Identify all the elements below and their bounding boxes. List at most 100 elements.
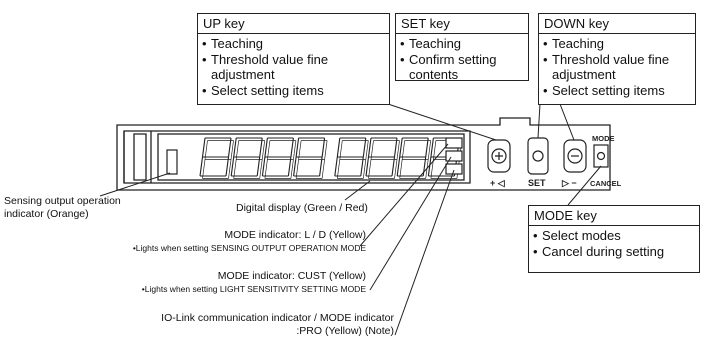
display-segment xyxy=(319,156,323,177)
display-segment-inner xyxy=(396,140,400,160)
cancel-button-label: CANCEL xyxy=(590,179,622,188)
display-segment-inner xyxy=(204,140,208,160)
display-segment-inner xyxy=(259,159,263,179)
iolink-label-line2: :PRO (Yellow) (Note) xyxy=(296,325,394,337)
display-segment xyxy=(334,156,338,177)
display-segment-inner xyxy=(370,140,374,160)
display-segment xyxy=(425,137,429,158)
display-segment xyxy=(261,156,266,177)
up-key-title: UP key xyxy=(198,14,389,34)
display-segment xyxy=(399,137,403,158)
down-key-item: Threshold value fine adjustment xyxy=(543,52,691,83)
mode-button xyxy=(593,144,609,168)
display-segment xyxy=(321,137,326,158)
mode-key-item: Cancel during setting xyxy=(533,244,695,260)
mode-indicators xyxy=(445,137,463,175)
display-segment-inner xyxy=(362,159,367,179)
display-segment xyxy=(259,137,263,158)
up-key-item: Threshold value fine adjustment xyxy=(202,52,385,83)
display-segment-inner xyxy=(336,159,341,179)
mode-key-item: Select modes xyxy=(533,228,695,244)
mode-ld-note: •Lights when setting SENSING OUTPUT OPER… xyxy=(132,243,366,253)
down-key-item: Teaching xyxy=(543,36,691,52)
display-segment xyxy=(264,137,268,158)
display-segment xyxy=(391,156,396,177)
sensing-output-label-line2: indicator (Orange) xyxy=(4,208,89,220)
sensing-output-label-line1: Sensing output operation xyxy=(4,195,121,207)
mode-key-list: Select modes Cancel during setting xyxy=(529,226,699,262)
up-key-item: Select setting items xyxy=(202,83,385,99)
display-segment xyxy=(295,137,300,158)
display-segment-inner xyxy=(202,159,206,179)
up-key-callout: UP key Teaching Threshold value fine adj… xyxy=(197,13,390,105)
display-segment xyxy=(422,156,427,177)
display-segment-inner xyxy=(394,159,398,179)
display-segment-inner xyxy=(365,140,369,160)
set-key-list: Teaching Confirm setting contents xyxy=(396,34,528,86)
display-segment xyxy=(201,137,206,158)
set-key-item: Confirm setting contents xyxy=(400,52,524,83)
down-key-callout: DOWN key Teaching Threshold value fine a… xyxy=(538,13,696,105)
display-segment-inner xyxy=(324,140,328,160)
display-segment xyxy=(227,137,232,158)
digital-display-label: Digital display (Green / Red) xyxy=(236,202,368,214)
set-button-label: SET xyxy=(528,178,546,188)
display-segment-inner xyxy=(235,140,240,160)
iolink-label: IO-Link communication indicator / MODE i… xyxy=(161,312,394,338)
display-segment xyxy=(233,137,237,158)
control-panel xyxy=(487,137,609,175)
display-segment xyxy=(365,156,370,177)
display-segment xyxy=(287,156,292,177)
set-key-title: SET key xyxy=(396,14,528,34)
digital-display xyxy=(199,137,463,179)
sensing-output-label: Sensing output operation indicator (Oran… xyxy=(4,195,121,221)
display-segment-inner xyxy=(433,140,437,160)
down-key-item: Select setting items xyxy=(543,83,691,99)
mode-indicator-ld xyxy=(445,137,463,149)
display-segment-inner xyxy=(368,159,372,179)
display-segment xyxy=(225,156,230,177)
mode-key-title: MODE key xyxy=(529,206,699,226)
set-button xyxy=(527,137,549,175)
display-segment-inner xyxy=(399,159,403,179)
display-segment xyxy=(362,137,367,158)
up-key-list: Teaching Threshold value fine adjustment… xyxy=(198,34,389,101)
down-key-list: Teaching Threshold value fine adjustment… xyxy=(539,34,695,101)
display-segment-inner xyxy=(298,140,302,160)
display-segment-inner xyxy=(427,140,432,160)
mode-cust-note: •Lights when setting LIGHT SENSITIVITY S… xyxy=(141,284,366,294)
display-segment xyxy=(367,137,372,158)
down-button xyxy=(563,139,587,173)
display-segment-inner xyxy=(261,140,266,160)
display-segment xyxy=(427,156,432,177)
display-segment xyxy=(393,137,398,158)
device-body xyxy=(116,117,611,191)
set-key-item: Teaching xyxy=(400,36,524,52)
up-button xyxy=(487,139,511,173)
display-segment-inner xyxy=(401,140,406,160)
display-segment-inner xyxy=(228,159,232,179)
display-segment xyxy=(199,156,204,177)
mode-indicator-cust xyxy=(445,150,463,162)
display-segment-inner xyxy=(264,159,268,179)
down-key-title: DOWN key xyxy=(539,14,695,34)
plus-arrow-label: + ◁ xyxy=(490,178,506,188)
display-segment-inner xyxy=(233,159,237,179)
up-key-item: Teaching xyxy=(202,36,385,52)
display-segment-inner xyxy=(230,140,234,160)
iolink-label-line1: IO-Link communication indicator / MODE i… xyxy=(161,312,394,324)
display-segment-inner xyxy=(290,159,294,179)
minus-arrow-label: ▷ − xyxy=(561,178,577,188)
display-segment xyxy=(230,156,235,177)
iolink-indicator xyxy=(445,163,463,175)
display-segment xyxy=(336,137,341,158)
mode-key-callout: MODE key Select modes Cancel during sett… xyxy=(528,205,700,273)
mode-cust-label: MODE indicator: CUST (Yellow) xyxy=(217,270,366,282)
display-segment-inner xyxy=(267,140,271,160)
mode-ld-label: MODE indicator: L / D (Yellow) xyxy=(224,229,366,241)
display-segment xyxy=(293,156,297,177)
leader-lines xyxy=(99,103,602,336)
display-segment-inner xyxy=(295,159,299,179)
display-segment xyxy=(430,137,434,158)
